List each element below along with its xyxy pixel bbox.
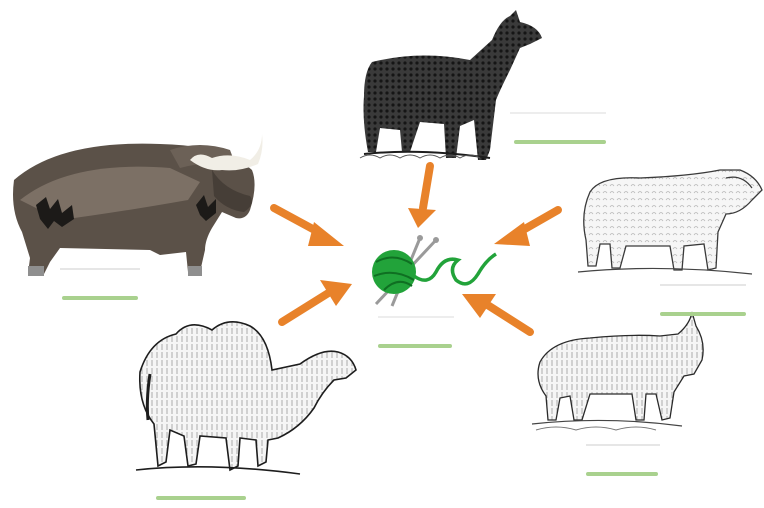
blank-underline (660, 284, 746, 286)
answer-blank-sheep[interactable] (660, 312, 746, 316)
answer-blank-alpaca[interactable] (514, 140, 606, 144)
mountain-goat-icon (532, 312, 703, 430)
blank-underline (510, 112, 606, 114)
arrow-from-yak (274, 208, 344, 246)
arrow-from-alpaca (408, 166, 436, 228)
arrow-from-camel (282, 280, 352, 322)
answer-blank-center[interactable] (378, 344, 452, 348)
arrow-from-mountain-goat (462, 294, 530, 332)
blank-underline (60, 268, 140, 270)
camel-icon (136, 322, 356, 474)
blank-underline (378, 316, 454, 318)
yak-icon (13, 134, 263, 276)
answer-blank-camel[interactable] (156, 496, 246, 500)
alpaca-icon (360, 10, 542, 160)
sheep-icon (578, 170, 762, 274)
answer-blank-goat[interactable] (586, 472, 658, 476)
arrow-from-sheep (494, 210, 558, 246)
blank-underline (586, 444, 660, 446)
answer-blank-yak[interactable] (62, 296, 138, 300)
